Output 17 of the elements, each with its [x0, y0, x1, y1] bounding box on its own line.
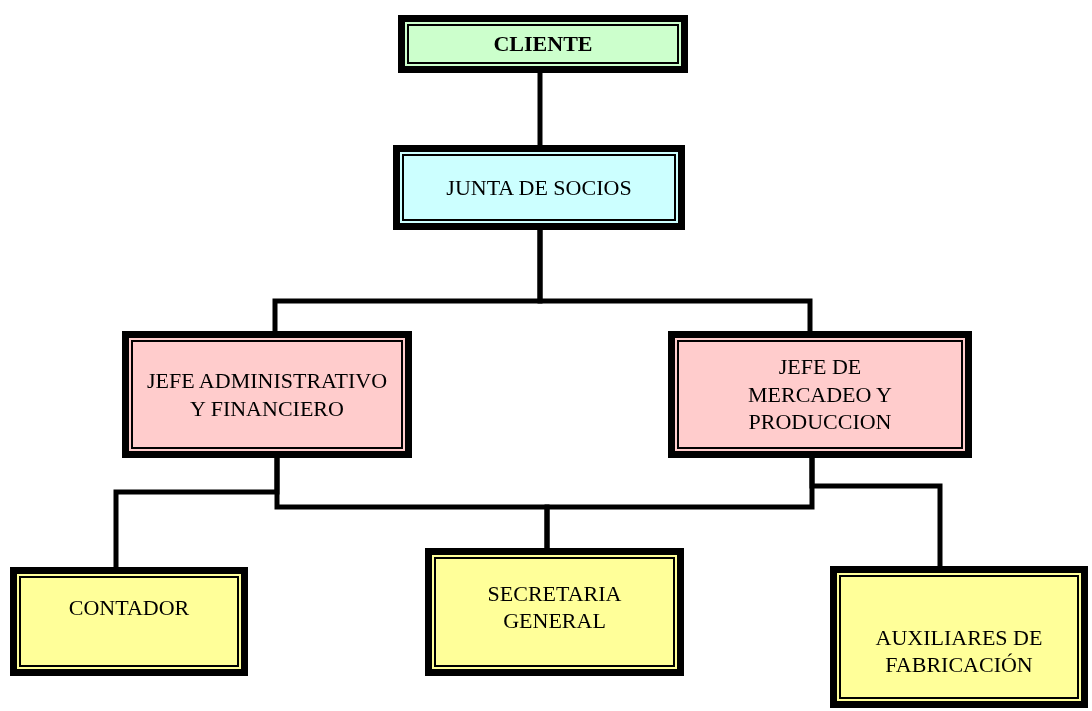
node-label: CLIENTE [493, 30, 593, 58]
connector-line [537, 73, 543, 145]
org-box [830, 566, 1088, 708]
node-label: AUXILIARES DE FABRICACIÓN [874, 623, 1044, 679]
node-label: CONTADOR [68, 594, 190, 622]
node-label: JEFE ADMINISTRATIVO Y FINANCIERO [145, 367, 389, 422]
org-box [668, 331, 972, 458]
org-box [398, 15, 688, 73]
org-box [425, 548, 684, 676]
org-box [122, 331, 412, 458]
node-label: JUNTA DE SOCIOS [446, 173, 632, 202]
node-label: JEFE DE MERCADEO Y PRODUCCION [747, 353, 893, 436]
node-label: SECRETARIA GENERAL [486, 579, 623, 635]
connector-line [537, 230, 813, 331]
org-box [10, 567, 248, 676]
org-box [393, 145, 685, 230]
connector-line [809, 458, 943, 566]
